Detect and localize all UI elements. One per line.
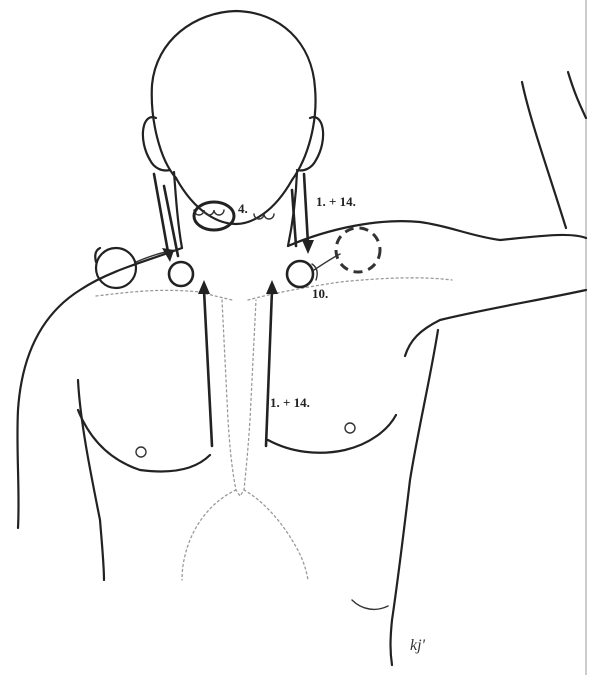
- left-clavicle-guide: [96, 290, 232, 300]
- label-point-1-14-chest: 1. + 14.: [270, 395, 310, 410]
- right-neck-arrow-head: [302, 240, 314, 254]
- right-connector: [314, 254, 340, 270]
- ribcage-left-guide: [182, 490, 236, 580]
- left-arm-inner: [78, 380, 104, 580]
- left-nipple: [136, 447, 146, 457]
- artist-signature: kj': [410, 637, 426, 654]
- right-pectoral: [268, 415, 396, 453]
- label-point-4: 4.: [238, 201, 248, 216]
- marked-points: [95, 228, 380, 288]
- right-shoulder-line: [288, 221, 586, 246]
- right-chest-arrow-shaft: [266, 290, 272, 446]
- label-point-1-14-upper: 1. + 14.: [316, 194, 356, 209]
- left-chest-arrow-head: [198, 280, 210, 294]
- right-clavicle-guide: [248, 278, 452, 300]
- right-nipple: [345, 423, 355, 433]
- right-side-body: [391, 330, 439, 665]
- raised-arm-top: [568, 72, 586, 118]
- left-chest-arrow-shaft: [204, 290, 212, 446]
- node-chain-right: [254, 214, 274, 219]
- left-pectoral: [78, 410, 210, 471]
- right-chest-arrow-head: [266, 280, 278, 294]
- right-lower-hint: [352, 600, 388, 609]
- raised-arm-upper: [522, 82, 566, 228]
- left-shoulder-point-circle: [96, 248, 136, 288]
- skeletal-guides: [96, 278, 452, 580]
- right-shoulder-dashed-point: [336, 228, 380, 272]
- point-4-marker: [194, 202, 234, 230]
- sternum-guide: [222, 300, 256, 496]
- head-outline: [152, 11, 316, 180]
- label-point-10: 10.: [312, 286, 328, 301]
- ribcage-right-guide: [244, 490, 308, 580]
- left-neck-arrow-shaft: [154, 174, 168, 252]
- point-10-marker: [287, 261, 313, 287]
- neck: [174, 172, 297, 248]
- armpit-line: [405, 290, 586, 356]
- left-supraclavicular-point: [169, 262, 193, 286]
- right-neck-arrow-shaft: [304, 174, 308, 244]
